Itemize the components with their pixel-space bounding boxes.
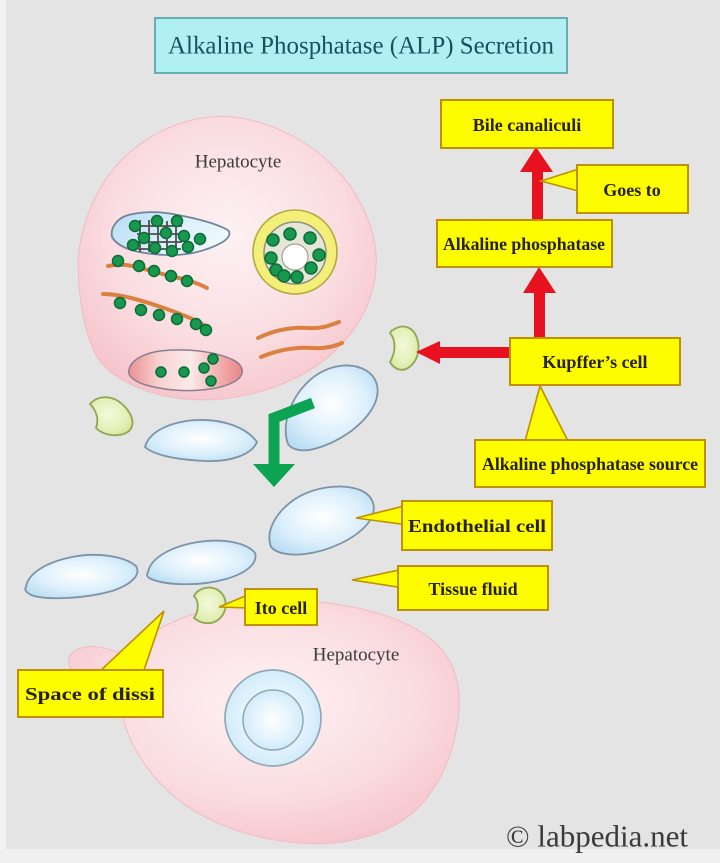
mitochondrion-granules (155, 353, 219, 387)
tissue-fluid-label: Tissue fluid (428, 579, 517, 599)
endothelial-cell-label: Endothelial cell (408, 516, 546, 536)
goes-to-box (576, 164, 689, 214)
granule-dot (147, 264, 161, 278)
space-of-dissi-box (17, 669, 164, 718)
ito-cell-shape (192, 586, 227, 625)
granule-dot (277, 269, 291, 283)
endothelial-cell-shape (146, 539, 257, 586)
filament-line (256, 320, 341, 340)
granule-dot (128, 219, 142, 233)
tissue-fluid-box (397, 565, 549, 611)
filament-line (259, 341, 344, 359)
hepatocyte-top-label: Hepatocyte (195, 152, 282, 173)
alkaline-phosphatase-label: Alkaline phosphatase (443, 234, 605, 254)
kupffers-cell-label: Kupffer’s cell (542, 352, 647, 372)
vesicle-granules (264, 227, 326, 284)
alkaline-phosphatase-source-label: Alkaline phosphatase source (482, 454, 698, 474)
granule-dot (113, 296, 127, 310)
granule-dot (312, 248, 326, 262)
granule-dot (181, 240, 195, 254)
granule-dot (126, 238, 140, 252)
goes-to-label: Goes to (603, 180, 661, 200)
ito-cell-box (244, 588, 318, 626)
granule-dot (178, 366, 190, 378)
endothelial-cell-box (401, 500, 553, 551)
granule-dot (266, 233, 280, 247)
endothelial-cell-shape (284, 364, 379, 452)
ito-cell-label: Ito cell (255, 598, 307, 618)
bile-canaliculi-label: Bile canaliculi (473, 115, 582, 135)
granule-dot (283, 227, 297, 241)
green-cell-left (88, 396, 134, 437)
watermark-label: © labpedia.net (506, 819, 688, 854)
page-title: Alkaline Phosphatase (ALP) Secretion (168, 33, 554, 60)
granule-dot (189, 317, 203, 331)
left-edge-strip (0, 0, 6, 863)
up-arrow-icon (520, 147, 553, 220)
alkaline-phosphatase-source-box (474, 439, 706, 488)
up-arrow-icon (523, 267, 556, 338)
granule-dot (180, 274, 194, 288)
granule-dot (137, 231, 151, 245)
bile-canaliculi-box (440, 99, 614, 149)
bent-down-arrow-icon (253, 397, 315, 487)
granule-dot (148, 241, 162, 255)
granule-dot (150, 214, 164, 228)
left-arrow-icon (416, 341, 510, 364)
granule-dot (170, 214, 184, 228)
granule-dot (198, 362, 210, 374)
endothelial-cell-shape (143, 419, 259, 462)
kupffers-cell-box (509, 337, 681, 386)
granule-dot (207, 353, 219, 365)
hepatocyte-bottom-label: Hepatocyte (313, 645, 400, 666)
granule-dot (132, 259, 146, 273)
granule-dot (159, 226, 173, 240)
er-granules (126, 214, 207, 258)
granule-dot (193, 232, 207, 246)
granule-dot (177, 229, 191, 243)
granule-dot (303, 231, 317, 245)
filament-granules (111, 254, 213, 337)
bottom-edge-strip (0, 849, 720, 863)
granule-dot (264, 251, 278, 265)
endothelial-cell-shape (268, 485, 375, 556)
granule-dot (290, 270, 304, 284)
granule-dot (205, 375, 217, 387)
granule-dot (199, 323, 213, 337)
kupffer-cell-shape (388, 325, 420, 371)
granule-dot (134, 303, 148, 317)
alkaline-phosphatase-box (436, 219, 613, 268)
nucleus (224, 669, 322, 767)
space-of-dissi-label: Space of dissi (25, 684, 155, 704)
granule-dot (111, 254, 125, 268)
endothelial-cell-shape (24, 553, 139, 600)
title-box (154, 17, 568, 74)
granule-dot (170, 312, 184, 326)
granule-dot (164, 269, 178, 283)
granule-dot (165, 244, 179, 258)
granule-dot (304, 261, 318, 275)
granule-dot (152, 308, 166, 322)
granule-dot (155, 366, 167, 378)
